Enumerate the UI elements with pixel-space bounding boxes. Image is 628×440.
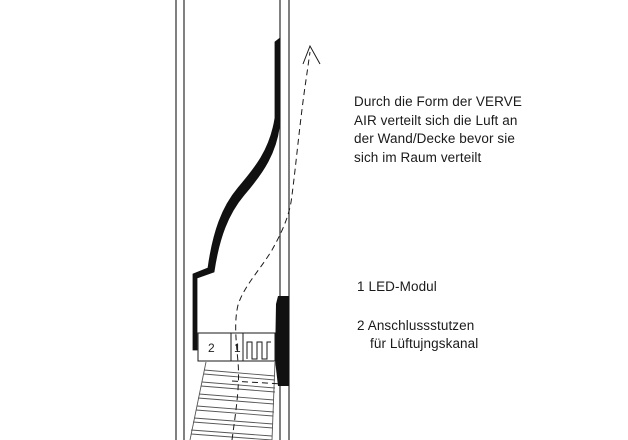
description-line: AIR verteilt sich die Luft an xyxy=(354,112,518,128)
duct-edge-right xyxy=(271,361,276,440)
luminaire-profile xyxy=(192,37,281,351)
callout-led-module: 1 xyxy=(234,341,241,355)
led-module-symbol xyxy=(246,341,271,360)
duct-edge-left xyxy=(189,361,207,440)
legend-item-connector-detail: für Lüftujngskanal xyxy=(370,336,479,351)
duct-ribs xyxy=(190,369,276,440)
wall-lines xyxy=(175,0,290,440)
airflow-arrow-icon xyxy=(302,44,321,65)
airflow-path xyxy=(231,51,311,440)
luminaire-lower-cap xyxy=(275,296,289,386)
callout-connector: 2 xyxy=(208,341,215,355)
airflow-description: Durch die Form der VERVE AIR verteilt si… xyxy=(354,93,554,167)
ventilation-duct xyxy=(189,361,276,440)
description-line: der Wand/Decke bevor sie xyxy=(354,131,515,146)
airflow-path-return xyxy=(231,380,283,385)
description-line: Durch die Form der VERVE xyxy=(354,94,522,109)
legend-item-connector: 2 Anschlussstutzen xyxy=(357,318,475,333)
description-line: sich im Raum verteilt xyxy=(354,149,482,165)
legend-item-led-module: 1 LED-Modul xyxy=(357,279,437,294)
